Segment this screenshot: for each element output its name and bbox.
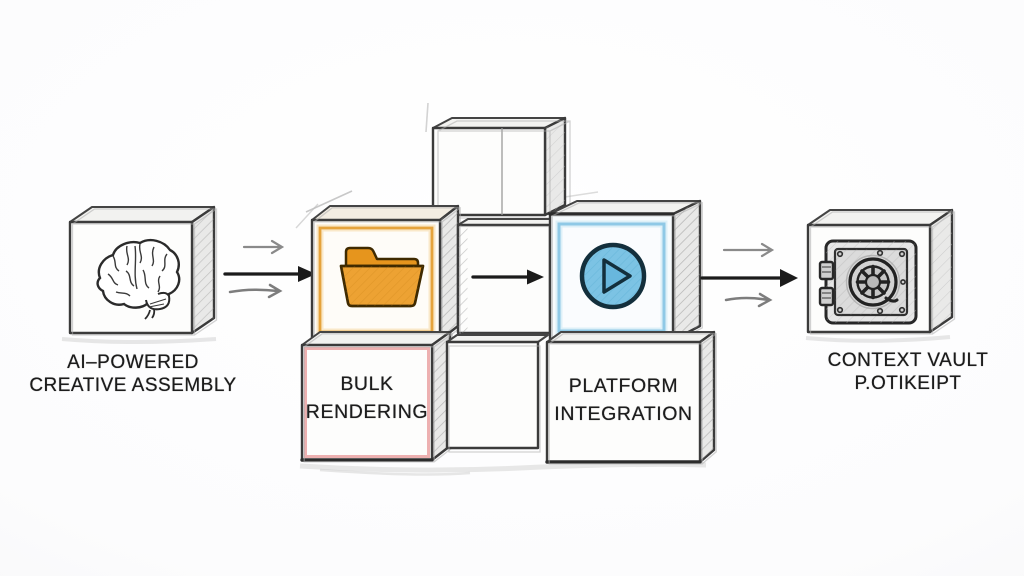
folder-icon xyxy=(339,246,425,308)
bulk-cube xyxy=(300,330,453,463)
platform-label-line2: INTEGRATION xyxy=(554,403,693,425)
flow-arrows-play-to-vault xyxy=(700,242,798,308)
platform-cube xyxy=(545,330,717,465)
bulk-label-line2: RENDERING xyxy=(305,401,429,423)
empty-cube-top xyxy=(431,116,571,219)
flow-arrow-folder-to-play xyxy=(471,269,544,285)
vault-label-line1: CONTEXT VAULT xyxy=(827,350,989,371)
platform-label-line1: PLATFORM xyxy=(568,375,679,397)
bulk-rendering-label: BULK RENDERING xyxy=(302,370,432,426)
empty-cube-bottom xyxy=(445,334,549,453)
platform-integration-label: PLATFORM INTEGRATION xyxy=(551,372,696,428)
bulk-rendering-node xyxy=(292,326,462,478)
play-icon xyxy=(579,242,647,310)
creative-assembly-label: AI–POWERED CREATIVE ASSEMBLY xyxy=(18,351,248,397)
vault-icon xyxy=(818,239,918,325)
bulk-label-line1: BULK xyxy=(340,373,394,395)
creative-label-line1: AI–POWERED xyxy=(67,352,199,373)
brain-icon xyxy=(96,239,181,320)
platform-integration-node xyxy=(536,328,722,478)
context-vault-label: CONTEXT VAULT P.OTIKEIPT xyxy=(808,349,1008,395)
creative-label-line2: CREATIVE ASSEMBLY xyxy=(29,375,237,396)
flow-arrows-creative-to-folder xyxy=(223,239,316,299)
vault-label-line2: P.OTIKEIPT xyxy=(854,373,962,394)
